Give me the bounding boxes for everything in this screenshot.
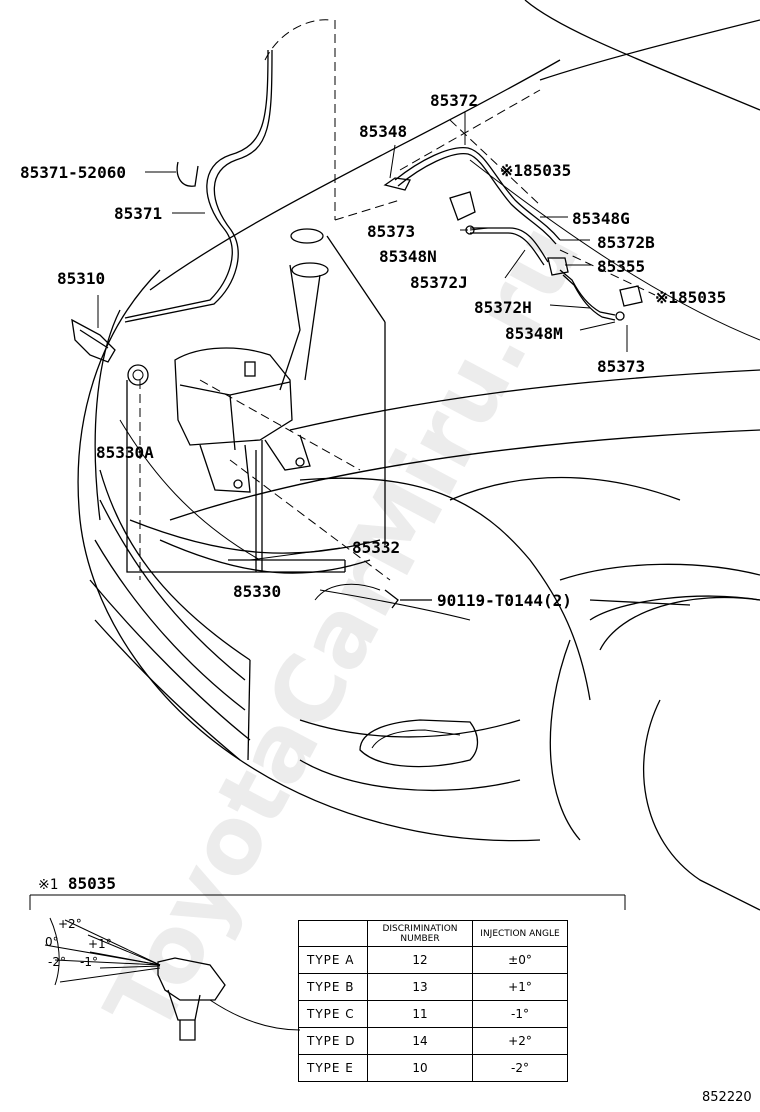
figure-number: 852220	[702, 1090, 752, 1105]
row-angle: ±0°	[472, 946, 568, 974]
angle-plus2: +2°	[58, 917, 82, 931]
label-85332: 85332	[352, 538, 400, 557]
car-body	[77, 0, 760, 911]
angle-minus1: -1°	[80, 955, 98, 969]
injection-angle-table: DISCRIMINATION NUMBER INJECTION ANGLE TY…	[298, 920, 568, 1082]
leader-lines	[97, 112, 628, 561]
label-85372H: 85372H	[474, 298, 532, 317]
row-number: 10	[367, 1054, 473, 1082]
nozzle-detail: +2° 0° +1° -2° -1°	[29, 894, 626, 1041]
label-85371-52060: 85371-52060	[20, 163, 126, 182]
row-number: 12	[367, 946, 473, 974]
table-row: TYPE D 14 +2°	[298, 1027, 568, 1055]
row-number: 13	[367, 973, 473, 1001]
row-type: TYPE E	[298, 1054, 368, 1082]
label-85330A: 85330A	[96, 443, 154, 462]
row-type: TYPE A	[298, 946, 368, 974]
label-85035-right: ※185035	[655, 288, 726, 307]
label-85372J: 85372J	[410, 273, 468, 292]
angle-plus1: +1°	[88, 937, 112, 951]
table-header-angle: INJECTION ANGLE	[472, 920, 568, 947]
detail-mark: ※1	[38, 877, 59, 893]
row-angle: +1°	[472, 973, 568, 1001]
row-type: TYPE C	[298, 1000, 368, 1028]
label-85372: 85372	[430, 91, 478, 110]
reference-lines	[139, 19, 656, 581]
label-85373-top: 85373	[367, 222, 415, 241]
washer-pump	[71, 318, 149, 386]
table-row: TYPE B 13 +1°	[298, 973, 568, 1001]
label-85348N: 85348N	[379, 247, 437, 266]
row-number: 14	[367, 1027, 473, 1055]
row-angle: -1°	[472, 1000, 568, 1028]
label-85373-bottom: 85373	[597, 357, 645, 376]
row-number: 11	[367, 1000, 473, 1028]
table-row: TYPE C 11 -1°	[298, 1000, 568, 1028]
table-row: TYPE E 10 -2°	[298, 1054, 568, 1082]
detail-section-title: ※1 85035	[38, 874, 116, 893]
part-labels: 85371-52060 85371 85310 85330A 85332 853…	[20, 91, 726, 610]
label-85348: 85348	[359, 122, 407, 141]
table-row: TYPE A 12 ±0°	[298, 946, 568, 974]
label-85372B: 85372B	[597, 233, 655, 252]
hose-85371	[124, 49, 273, 323]
label-85355: 85355	[597, 257, 645, 276]
row-type: TYPE B	[298, 973, 368, 1001]
bracket-lines	[126, 235, 691, 609]
row-angle: -2°	[472, 1054, 568, 1082]
table-header-row: DISCRIMINATION NUMBER INJECTION ANGLE	[298, 920, 568, 947]
table-header-discrimination: DISCRIMINATION NUMBER	[367, 920, 473, 947]
label-85035-top: ※185035	[500, 161, 571, 180]
label-85348G: 85348G	[572, 209, 630, 228]
row-angle: +2°	[472, 1027, 568, 1055]
nozzle-hoses	[383, 146, 643, 321]
label-85330: 85330	[233, 582, 281, 601]
table-header-type	[298, 920, 368, 947]
angle-minus2: -2°	[48, 955, 66, 969]
angle-0: 0°	[45, 935, 59, 949]
label-90119-T0144: 90119-T0144(2)	[437, 591, 572, 610]
washer-reservoir	[174, 228, 329, 493]
label-85371: 85371	[114, 204, 162, 223]
label-85310: 85310	[57, 269, 105, 288]
row-type: TYPE D	[298, 1027, 368, 1055]
label-85348M: 85348M	[505, 324, 563, 343]
detail-part-number: 85035	[67, 874, 116, 893]
